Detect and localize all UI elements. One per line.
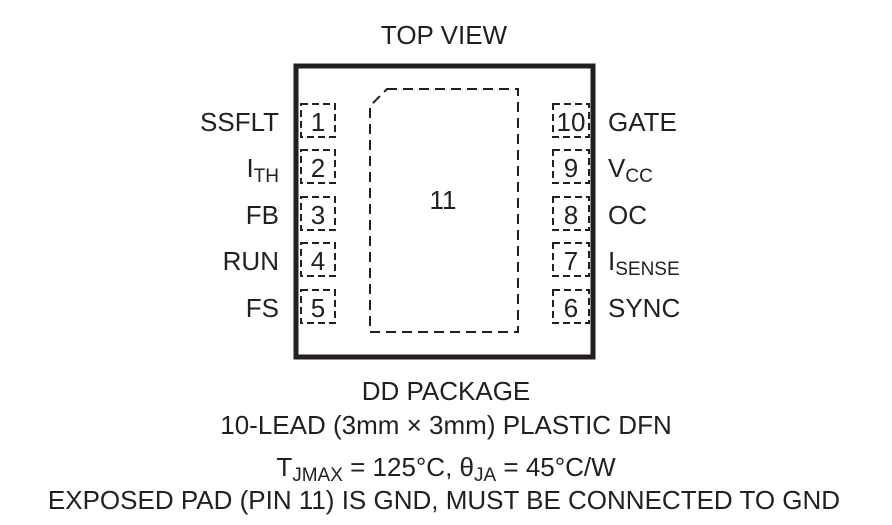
pin-name-3: FB bbox=[245, 200, 279, 230]
pin-number-8: 8 bbox=[563, 200, 579, 230]
pin-name-4: RUN bbox=[222, 246, 279, 276]
pin-name-9: VCC bbox=[608, 153, 653, 187]
pin-number-10: 10 bbox=[556, 107, 586, 137]
pin-pad-5 bbox=[300, 289, 336, 324]
pin-pad-9 bbox=[552, 149, 590, 184]
pin-pad-4 bbox=[300, 242, 336, 277]
pin-number-2: 2 bbox=[310, 153, 326, 183]
package-body bbox=[293, 63, 596, 360]
pin-name-2: ITH bbox=[246, 153, 279, 187]
pin-number-7: 7 bbox=[563, 246, 579, 276]
package-description: 10-LEAD (3mm × 3mm) PLASTIC DFN bbox=[220, 410, 672, 440]
pin-number-1: 1 bbox=[310, 107, 326, 137]
pin-name-8: OC bbox=[608, 200, 647, 230]
pin-name-1: SSFLT bbox=[200, 107, 279, 137]
pin-number-5: 5 bbox=[310, 293, 326, 323]
diagram-title: TOP VIEW bbox=[380, 20, 508, 50]
pin-pad-8 bbox=[552, 196, 590, 231]
pin-pad-7 bbox=[552, 242, 590, 277]
pin-pad-1 bbox=[300, 103, 336, 138]
pin-number-9: 9 bbox=[563, 153, 579, 183]
pin-pad-6 bbox=[552, 289, 590, 324]
pin-pad-3 bbox=[300, 196, 336, 231]
thermal-specs: TJMAX = 125°C, θJA = 45°C/W bbox=[276, 452, 616, 486]
pin-name-6: SYNC bbox=[608, 293, 681, 323]
pin-pad-2 bbox=[300, 149, 336, 184]
pin-number-4: 4 bbox=[310, 246, 326, 276]
pin-name-10: GATE bbox=[608, 107, 677, 137]
exposed-pad-note: EXPOSED PAD (PIN 11) IS GND, MUST BE CON… bbox=[47, 485, 841, 515]
package-name: DD PACKAGE bbox=[361, 376, 531, 406]
exposed-pad-number: 11 bbox=[429, 185, 457, 215]
pin-name-7: ISENSE bbox=[608, 246, 680, 280]
pin-pad-10 bbox=[552, 103, 590, 138]
pin-name-5: FS bbox=[245, 293, 279, 323]
pin-number-6: 6 bbox=[563, 293, 579, 323]
pin-number-3: 3 bbox=[310, 200, 326, 230]
exposed-pad bbox=[369, 88, 519, 333]
